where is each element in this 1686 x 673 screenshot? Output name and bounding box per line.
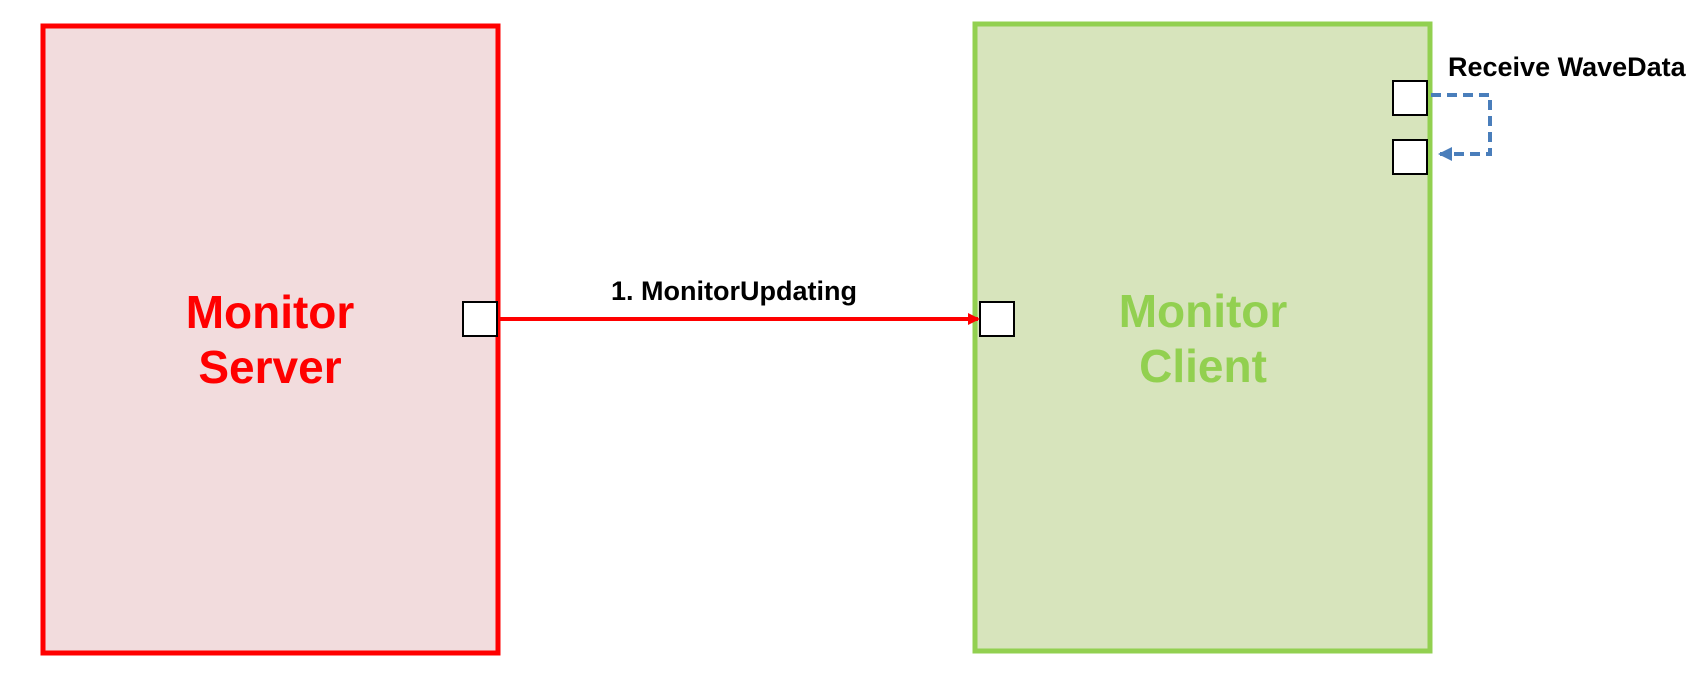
monitor-client-in-port xyxy=(1392,139,1428,175)
receive-wavedata-label: Receive WaveData xyxy=(1448,52,1686,82)
monitor-client-label-line2: Client xyxy=(1139,340,1267,392)
monitor-client-box xyxy=(972,21,1433,654)
monitor-client-out-port xyxy=(1392,80,1428,116)
receive-wavedata-edge: Receive WaveData xyxy=(1431,52,1686,161)
monitor-server-label-line2: Server xyxy=(198,341,341,393)
monitor-updating-label: 1. MonitorUpdating xyxy=(611,276,857,306)
monitor-client-input-port xyxy=(979,301,1015,337)
monitor-server-label-line1: Monitor xyxy=(186,286,355,338)
monitor-server-box xyxy=(40,23,501,656)
monitor-client-label-line1: Monitor xyxy=(1119,285,1288,337)
monitor-updating-edge: 1. MonitorUpdating xyxy=(499,276,980,325)
monitor-server-node: Monitor Server xyxy=(40,23,501,656)
receive-wavedata-arrow xyxy=(1431,93,1492,161)
monitor-server-port xyxy=(462,301,498,337)
monitor-client-node: Monitor Client xyxy=(972,21,1433,654)
